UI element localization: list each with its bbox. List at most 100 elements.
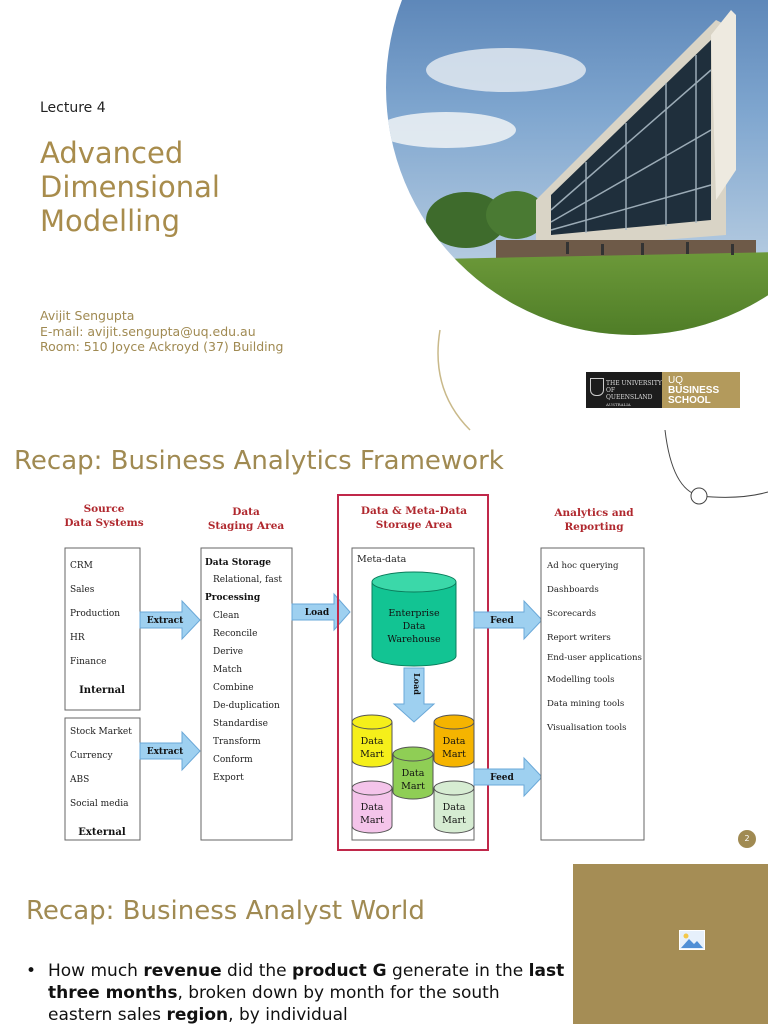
source-header-line: Source — [84, 503, 125, 515]
author-name: Avijit Sengupta — [40, 308, 135, 323]
data-mart-body — [392, 754, 434, 800]
data-mart-body — [433, 788, 475, 834]
bullet-item: • How much revenue did the product G gen… — [26, 960, 566, 1024]
load-down-arrow — [392, 667, 436, 723]
extract-label: Extract — [147, 747, 184, 757]
analytics-item: Ad hoc querying — [546, 561, 619, 571]
analytics-header-line: Reporting — [564, 521, 624, 533]
staging-storage-detail: Relational, fast — [213, 575, 282, 585]
analytics-item: Modelling tools — [547, 675, 615, 685]
analytics-item: Data mining tools — [547, 699, 624, 709]
data-mart-body — [351, 722, 393, 768]
feed-label: Feed — [490, 773, 514, 783]
bullet-text: generate in the — [386, 961, 529, 981]
uq-logo: THE UNIVERSITY OF QUEENSLAND AUSTRALIA — [586, 372, 662, 408]
bullet-dot-icon: • — [26, 961, 37, 981]
data-mart-top — [433, 780, 475, 796]
processing-item: Reconcile — [213, 629, 257, 639]
data-mart-label: Mart — [360, 749, 384, 760]
university-logos: THE UNIVERSITY OF QUEENSLAND AUSTRALIA U… — [586, 372, 740, 408]
data-mart-label: Mart — [401, 781, 425, 792]
image-placeholder-icon — [679, 930, 705, 950]
storage-area-frame — [337, 494, 489, 851]
bullet-bold: region — [166, 1005, 229, 1024]
slide-title: Recap: Business Analyst World — [26, 896, 425, 926]
processing-item: Clean — [213, 611, 239, 621]
bullet-bold: product G — [292, 961, 387, 981]
lecture-number: Lecture 4 — [40, 100, 106, 116]
data-mart-top — [351, 714, 393, 730]
business-school-logo: UQ BUSINESS SCHOOL — [662, 372, 740, 408]
analytics-item: Report writers — [547, 633, 611, 643]
data-mart-label: Mart — [442, 749, 466, 760]
data-mart-body — [351, 788, 393, 834]
gold-side-panel — [573, 864, 768, 1024]
staging-processing-heading: Processing — [205, 593, 261, 603]
extract-label: Extract — [147, 616, 184, 626]
load-down-label: Load — [412, 673, 422, 695]
processing-item: Combine — [213, 683, 254, 693]
data-mart-label: Data — [361, 802, 384, 813]
source-item: Finance — [70, 657, 106, 667]
processing-list: CleanReconcileDeriveMatchCombineDe-dupli… — [213, 611, 280, 783]
source-item: Currency — [70, 751, 113, 761]
warehouse-label: Warehouse — [387, 634, 441, 645]
data-mart-label: Data — [443, 802, 466, 813]
data-mart-top — [351, 780, 393, 796]
processing-item: Match — [213, 665, 242, 675]
storage-header-line: Data & Meta-Data — [361, 505, 467, 517]
metadata-label: Meta-data — [357, 554, 407, 565]
feed-arrow-bottom — [473, 756, 543, 798]
bullet-text: did the — [221, 961, 293, 981]
staging-storage-heading: Data Storage — [205, 558, 271, 568]
staging-header-line: Staging Area — [208, 520, 285, 532]
source-header-line: Data Systems — [64, 517, 143, 529]
internal-label: Internal — [79, 685, 125, 696]
bullet-text: How much — [48, 961, 144, 981]
analytics-header-line: Analytics and — [553, 507, 634, 519]
uq-logo-line: AUSTRALIA — [606, 402, 631, 407]
analyst-world-slide: Recap: Business Analyst World • How much… — [0, 860, 768, 1024]
title-line: Advanced — [40, 136, 184, 170]
warehouse-label: Enterprise — [388, 608, 440, 619]
enterprise-data-warehouse-cylinder — [371, 571, 457, 667]
slide-title: Recap: Business Analytics Framework — [14, 446, 504, 476]
title-slide: Lecture 4 Advanced Dimensional Modelling… — [0, 0, 768, 430]
external-label: External — [78, 827, 126, 838]
author-room: Room: 510 Joyce Ackroyd (37) Building — [40, 339, 284, 354]
analytics-list: Ad hoc queryingDashboardsScorecardsRepor… — [546, 561, 642, 733]
extract-arrow-internal — [139, 599, 201, 641]
processing-item: De-duplication — [213, 701, 280, 711]
bs-logo-line: SCHOOL — [668, 395, 711, 406]
internal-sources-box — [64, 547, 141, 711]
source-item: CRM — [70, 561, 93, 571]
data-mart-label: Mart — [442, 815, 466, 826]
title-line: Modelling — [40, 204, 180, 238]
source-item: HR — [70, 633, 85, 643]
analytics-item: Dashboards — [547, 585, 599, 595]
analytics-framework-diagram: Source Data Systems Data Staging Area Da… — [64, 494, 645, 851]
analytics-box — [540, 547, 645, 841]
source-item: Production — [70, 609, 120, 619]
feed-arrow-top — [473, 599, 543, 641]
data-mart-label: Data — [402, 768, 425, 779]
data-mart-label: Mart — [360, 815, 384, 826]
processing-item: Transform — [213, 737, 261, 747]
source-item: Sales — [70, 585, 95, 595]
load-label: Load — [305, 608, 330, 618]
source-item: ABS — [69, 775, 89, 785]
data-mart-label: Data — [443, 736, 466, 747]
processing-item: Export — [213, 773, 244, 783]
bullet-bold: revenue — [143, 961, 222, 981]
extract-arrow-external — [139, 730, 201, 772]
bullet-list: • How much revenue did the product G gen… — [26, 960, 566, 1024]
analytics-item: Visualisation tools — [546, 723, 627, 733]
page-number-badge: 2 — [738, 830, 756, 848]
analytics-item: Scorecards — [547, 609, 596, 619]
bullet-text: , broken down by month for the south eas… — [48, 983, 500, 1024]
